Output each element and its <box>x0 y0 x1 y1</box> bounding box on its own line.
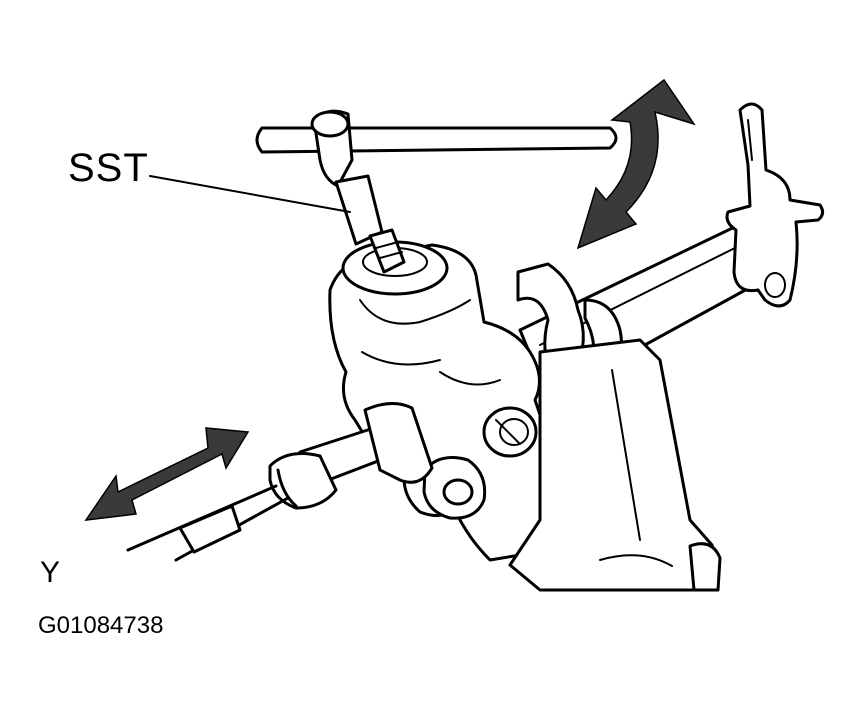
lower-frame <box>508 338 722 592</box>
sst-leader-line <box>149 175 351 213</box>
tie-rod-boot <box>268 452 338 510</box>
pinion-fitting <box>482 406 538 458</box>
sst-label: SST <box>68 146 149 190</box>
mounting-boss <box>422 456 487 520</box>
sst-tool <box>255 109 618 274</box>
view-label-y: Y <box>40 556 61 589</box>
rotation-arrow <box>576 78 696 250</box>
tie-rod <box>126 484 290 562</box>
right-end-bracket <box>725 102 825 308</box>
figure-code: G01084738 <box>38 612 164 639</box>
double-arrow <box>84 427 250 521</box>
